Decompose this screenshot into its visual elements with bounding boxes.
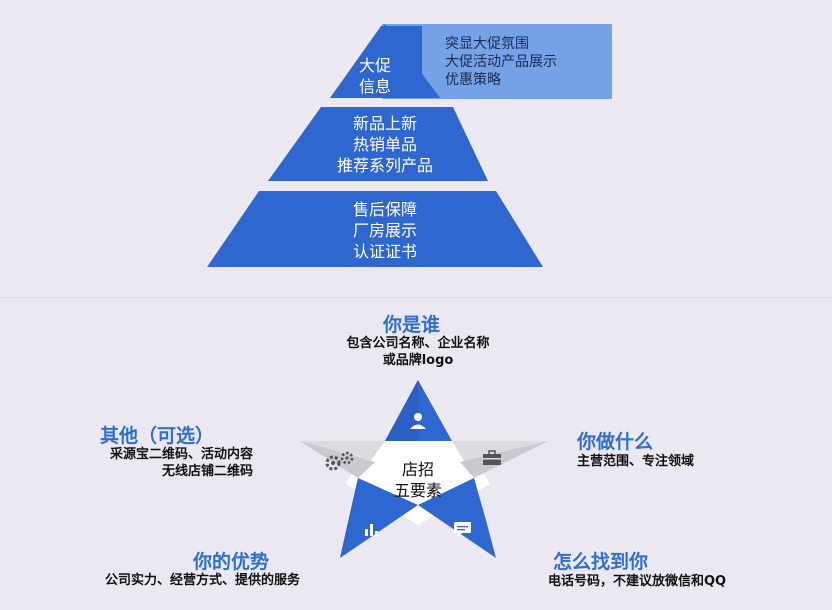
pyramid-bottom-line-2: 厂房展示 [352, 221, 417, 240]
pyramid-bottom-label: 售后保障 厂房展示 认证证书 [300, 199, 470, 262]
bottom-right-desc-line-1: 电话号码，不建议放微信和QQ [548, 574, 727, 589]
pyramid-bottom-line-3: 认证证书 [352, 242, 417, 261]
star-center-line-2: 五要素 [393, 481, 442, 500]
star-point-bottom-left [340, 478, 418, 558]
pyramid-middle-label: 新品上新 热销单品 推荐系列产品 [300, 113, 470, 176]
pyramid-bottom-line-1: 售后保障 [352, 200, 417, 219]
callout-line-3: 优惠策略 [445, 72, 501, 88]
bottom-left-point-desc: 公司实力、经营方式、提供的服务 [25, 572, 300, 589]
bottom-right-point-desc: 电话号码，不建议放微信和QQ [548, 573, 726, 590]
callout-line-1: 突显大促氛围 [445, 36, 529, 52]
briefcase-icon [481, 449, 503, 467]
pyramid-middle-line-3: 推荐系列产品 [336, 156, 433, 175]
pyramid-tier-middle [268, 107, 488, 181]
right-desc-line-1: 主营范围、专注领域 [577, 454, 695, 469]
star-center-label: 店招 五要素 [383, 459, 453, 501]
pyramid-graphic [207, 24, 612, 267]
pyramid-middle-line-2: 热销单品 [352, 135, 417, 154]
bar-chart-icon [362, 520, 382, 538]
pyramid-tier-bottom [207, 191, 543, 267]
top-point-desc: 包含公司名称、企业名称 或品牌logo [313, 335, 523, 369]
top-desc-line-2: 或品牌logo [382, 353, 454, 368]
pyramid-callout-box [382, 24, 612, 99]
bottom-left-desc-line-1: 公司实力、经营方式、提供的服务 [104, 573, 300, 588]
star-point-bottom-right [418, 478, 496, 558]
top-desc-line-1: 包含公司名称、企业名称 [346, 336, 490, 351]
top-point-title: 你是谁 [383, 314, 441, 336]
right-point-title: 你做什么 [577, 431, 654, 453]
left-point-title: 其他（可选） [100, 425, 215, 447]
pyramid-middle-line-1: 新品上新 [352, 114, 417, 133]
callout-line-2: 大促活动产品展示 [445, 54, 557, 70]
star-center-line-1: 店招 [401, 460, 434, 479]
bottom-right-point-title: 怎么找到你 [553, 551, 649, 573]
chat-icon [452, 520, 474, 538]
left-point-desc: 采源宝二维码、活动内容 无线店铺二维码 [40, 446, 253, 480]
right-point-desc: 主营范围、专注领域 [577, 453, 694, 470]
gears-icon [323, 450, 357, 472]
user-icon [407, 410, 429, 432]
pyramid-callout-text: 突显大促氛围 大促活动产品展示 优惠策略 [445, 35, 610, 89]
pyramid-tier-top-tip [330, 24, 440, 98]
section-divider [0, 297, 832, 298]
bottom-left-point-title: 你的优势 [193, 551, 270, 573]
pyramid-top-line-1: 大促 [358, 56, 391, 75]
pyramid-top-label: 大促 信息 [345, 55, 405, 97]
left-desc-line-2: 无线店铺二维码 [161, 464, 253, 479]
pyramid-top-line-2: 信息 [358, 77, 391, 96]
left-desc-line-1: 采源宝二维码、活动内容 [109, 447, 253, 462]
